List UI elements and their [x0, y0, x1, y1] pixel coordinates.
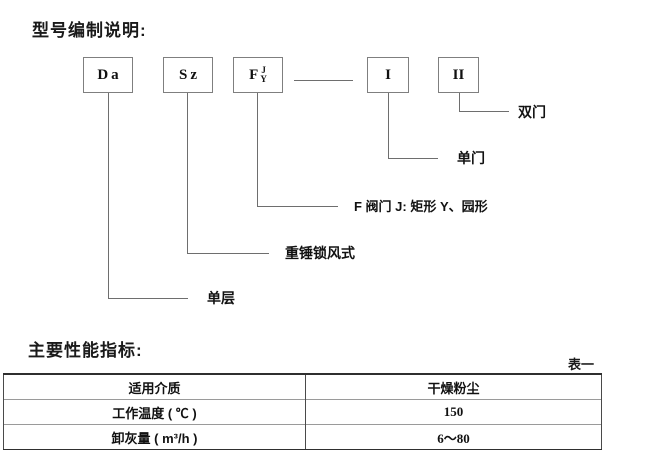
callout-single-door: 单门: [457, 150, 485, 166]
cell-temperature-value: 150: [305, 399, 602, 425]
model-box-da-label: Da: [97, 66, 122, 83]
model-box-f-sup: J: [261, 65, 266, 75]
leader-line-ii: [459, 93, 509, 112]
model-box-f-sub: Y: [260, 74, 267, 84]
leader-line-sz: [187, 93, 269, 254]
cell-temperature-label: 工作温度 ( ℃ ): [3, 399, 306, 425]
callout-single-layer: 单层: [207, 290, 235, 306]
model-box-i: I: [367, 57, 409, 93]
table-row: 工作温度 ( ℃ ) 150: [3, 399, 602, 425]
model-box-i-label: I: [385, 66, 391, 83]
model-box-sz: Sz: [163, 57, 213, 93]
model-box-ii-label: II: [452, 66, 465, 83]
connector-line-f-i: [294, 80, 353, 81]
section-title: 主要性能指标:: [28, 341, 143, 360]
leader-line-i: [388, 93, 438, 159]
model-box-f-variants: J Y: [260, 66, 267, 84]
model-box-f: F J Y: [233, 57, 283, 93]
leader-line-da: [108, 93, 188, 299]
performance-table: 适用介质 干燥粉尘 工作温度 ( ℃ ) 150 卸灰量 ( m³/h ) 6～…: [3, 373, 602, 450]
model-box-f-label: F: [249, 66, 259, 83]
page-title: 型号编制说明:: [32, 21, 147, 40]
model-box-ii: II: [438, 57, 479, 93]
model-box-da: Da: [83, 57, 133, 93]
table-row: 适用介质 干燥粉尘: [3, 373, 602, 400]
table-row: 卸灰量 ( m³/h ) 6～80: [3, 424, 602, 450]
cell-discharge-value: 6～80: [305, 424, 602, 450]
leader-line-f: [257, 93, 338, 207]
callout-double-door: 双门: [518, 104, 546, 120]
cell-medium-value: 干燥粉尘: [305, 373, 602, 400]
model-box-sz-label: Sz: [179, 66, 200, 83]
table-caption: 表一: [568, 357, 595, 372]
callout-valve-shape: F 阀门 J: 矩形 Y、园形: [354, 199, 488, 214]
cell-discharge-label: 卸灰量 ( m³/h ): [3, 424, 306, 450]
cell-medium-label: 适用介质: [3, 373, 306, 400]
callout-hammer-lock-type: 重锤锁风式: [285, 245, 355, 261]
